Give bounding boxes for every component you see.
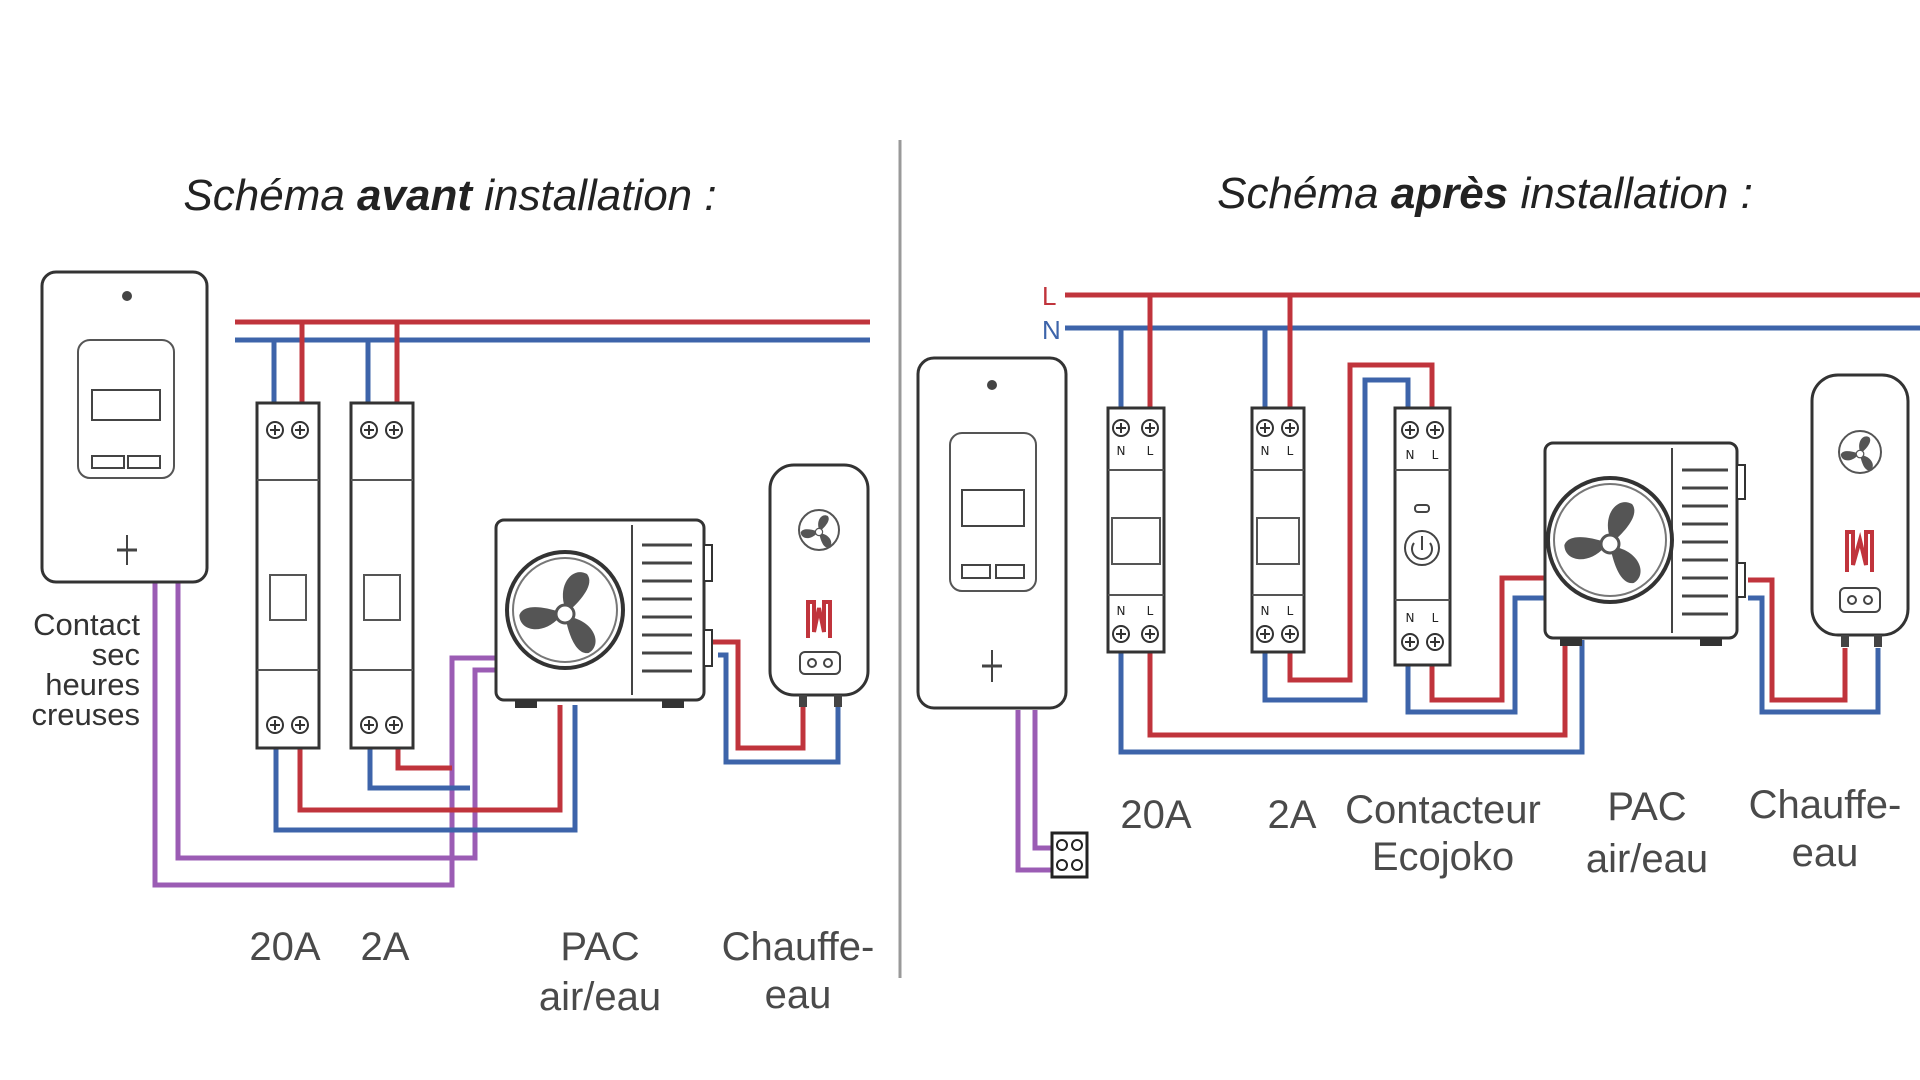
after-wires bbox=[1015, 292, 1920, 873]
before-water-heater bbox=[768, 463, 870, 707]
svg-text:N: N bbox=[1117, 444, 1126, 458]
meter-label-line1: Contact bbox=[33, 607, 140, 642]
before-breaker-2a bbox=[349, 401, 415, 750]
svg-text:N: N bbox=[1406, 448, 1415, 462]
svg-text:L: L bbox=[1432, 611, 1439, 625]
meter-label-line2: sec bbox=[92, 637, 140, 672]
svg-text:L: L bbox=[1287, 444, 1294, 458]
meter-label-line4: creuses bbox=[31, 697, 140, 732]
after-contactor: N L N L bbox=[1393, 406, 1452, 667]
label-2a: 2A bbox=[1268, 793, 1317, 837]
svg-text:N: N bbox=[1261, 444, 1270, 458]
label-20a: 20A bbox=[1120, 793, 1191, 837]
svg-text:N: N bbox=[1117, 604, 1126, 618]
svg-text:N: N bbox=[1406, 611, 1415, 625]
svg-text:L: L bbox=[1147, 604, 1154, 618]
after-meter bbox=[916, 356, 1068, 710]
before-breaker-20a bbox=[255, 401, 321, 750]
label-pac-line2: air/eau bbox=[1586, 837, 1708, 881]
label-pac-line1: PAC bbox=[560, 925, 639, 969]
label-2a: 2A bbox=[361, 925, 410, 969]
label-20a: 20A bbox=[249, 925, 320, 969]
heater-element-icon bbox=[1845, 530, 1874, 572]
label-line-n: N bbox=[1042, 315, 1061, 345]
svg-text:N: N bbox=[1261, 604, 1270, 618]
before-title: Schéma avant installation : bbox=[183, 171, 716, 220]
label-heater-line1: Chauffe- bbox=[1749, 783, 1902, 827]
power-icon bbox=[1404, 530, 1440, 566]
label-contactor-line1: Contacteur bbox=[1345, 788, 1541, 832]
after-breaker-20a: N L N L bbox=[1106, 406, 1166, 654]
terminal-block-icon bbox=[1050, 831, 1089, 879]
after-heat-pump bbox=[1543, 441, 1746, 646]
after-title: Schéma après installation : bbox=[1217, 169, 1753, 218]
before-panel: Schéma avant installation : bbox=[31, 171, 874, 1019]
svg-text:L: L bbox=[1147, 444, 1154, 458]
label-heater-line1: Chauffe- bbox=[722, 925, 875, 969]
label-line-l: L bbox=[1042, 281, 1056, 311]
label-contactor-line2: Ecojoko bbox=[1372, 835, 1514, 879]
after-panel: Schéma après installation : L N bbox=[916, 169, 1920, 881]
label-heater-line2: eau bbox=[765, 973, 832, 1017]
before-wires bbox=[152, 319, 870, 888]
svg-text:L: L bbox=[1432, 448, 1439, 462]
svg-text:L: L bbox=[1287, 604, 1294, 618]
label-pac-line1: PAC bbox=[1607, 785, 1686, 829]
before-meter: Contact sec heures creuses bbox=[31, 270, 209, 732]
heater-element-icon bbox=[806, 600, 832, 638]
after-breaker-2a: N L N L bbox=[1250, 406, 1306, 654]
meter-label-line3: heures bbox=[45, 667, 140, 702]
before-heat-pump bbox=[494, 518, 713, 708]
label-heater-line2: eau bbox=[1792, 831, 1859, 875]
label-pac-line2: air/eau bbox=[539, 975, 661, 1019]
after-water-heater bbox=[1810, 373, 1910, 647]
